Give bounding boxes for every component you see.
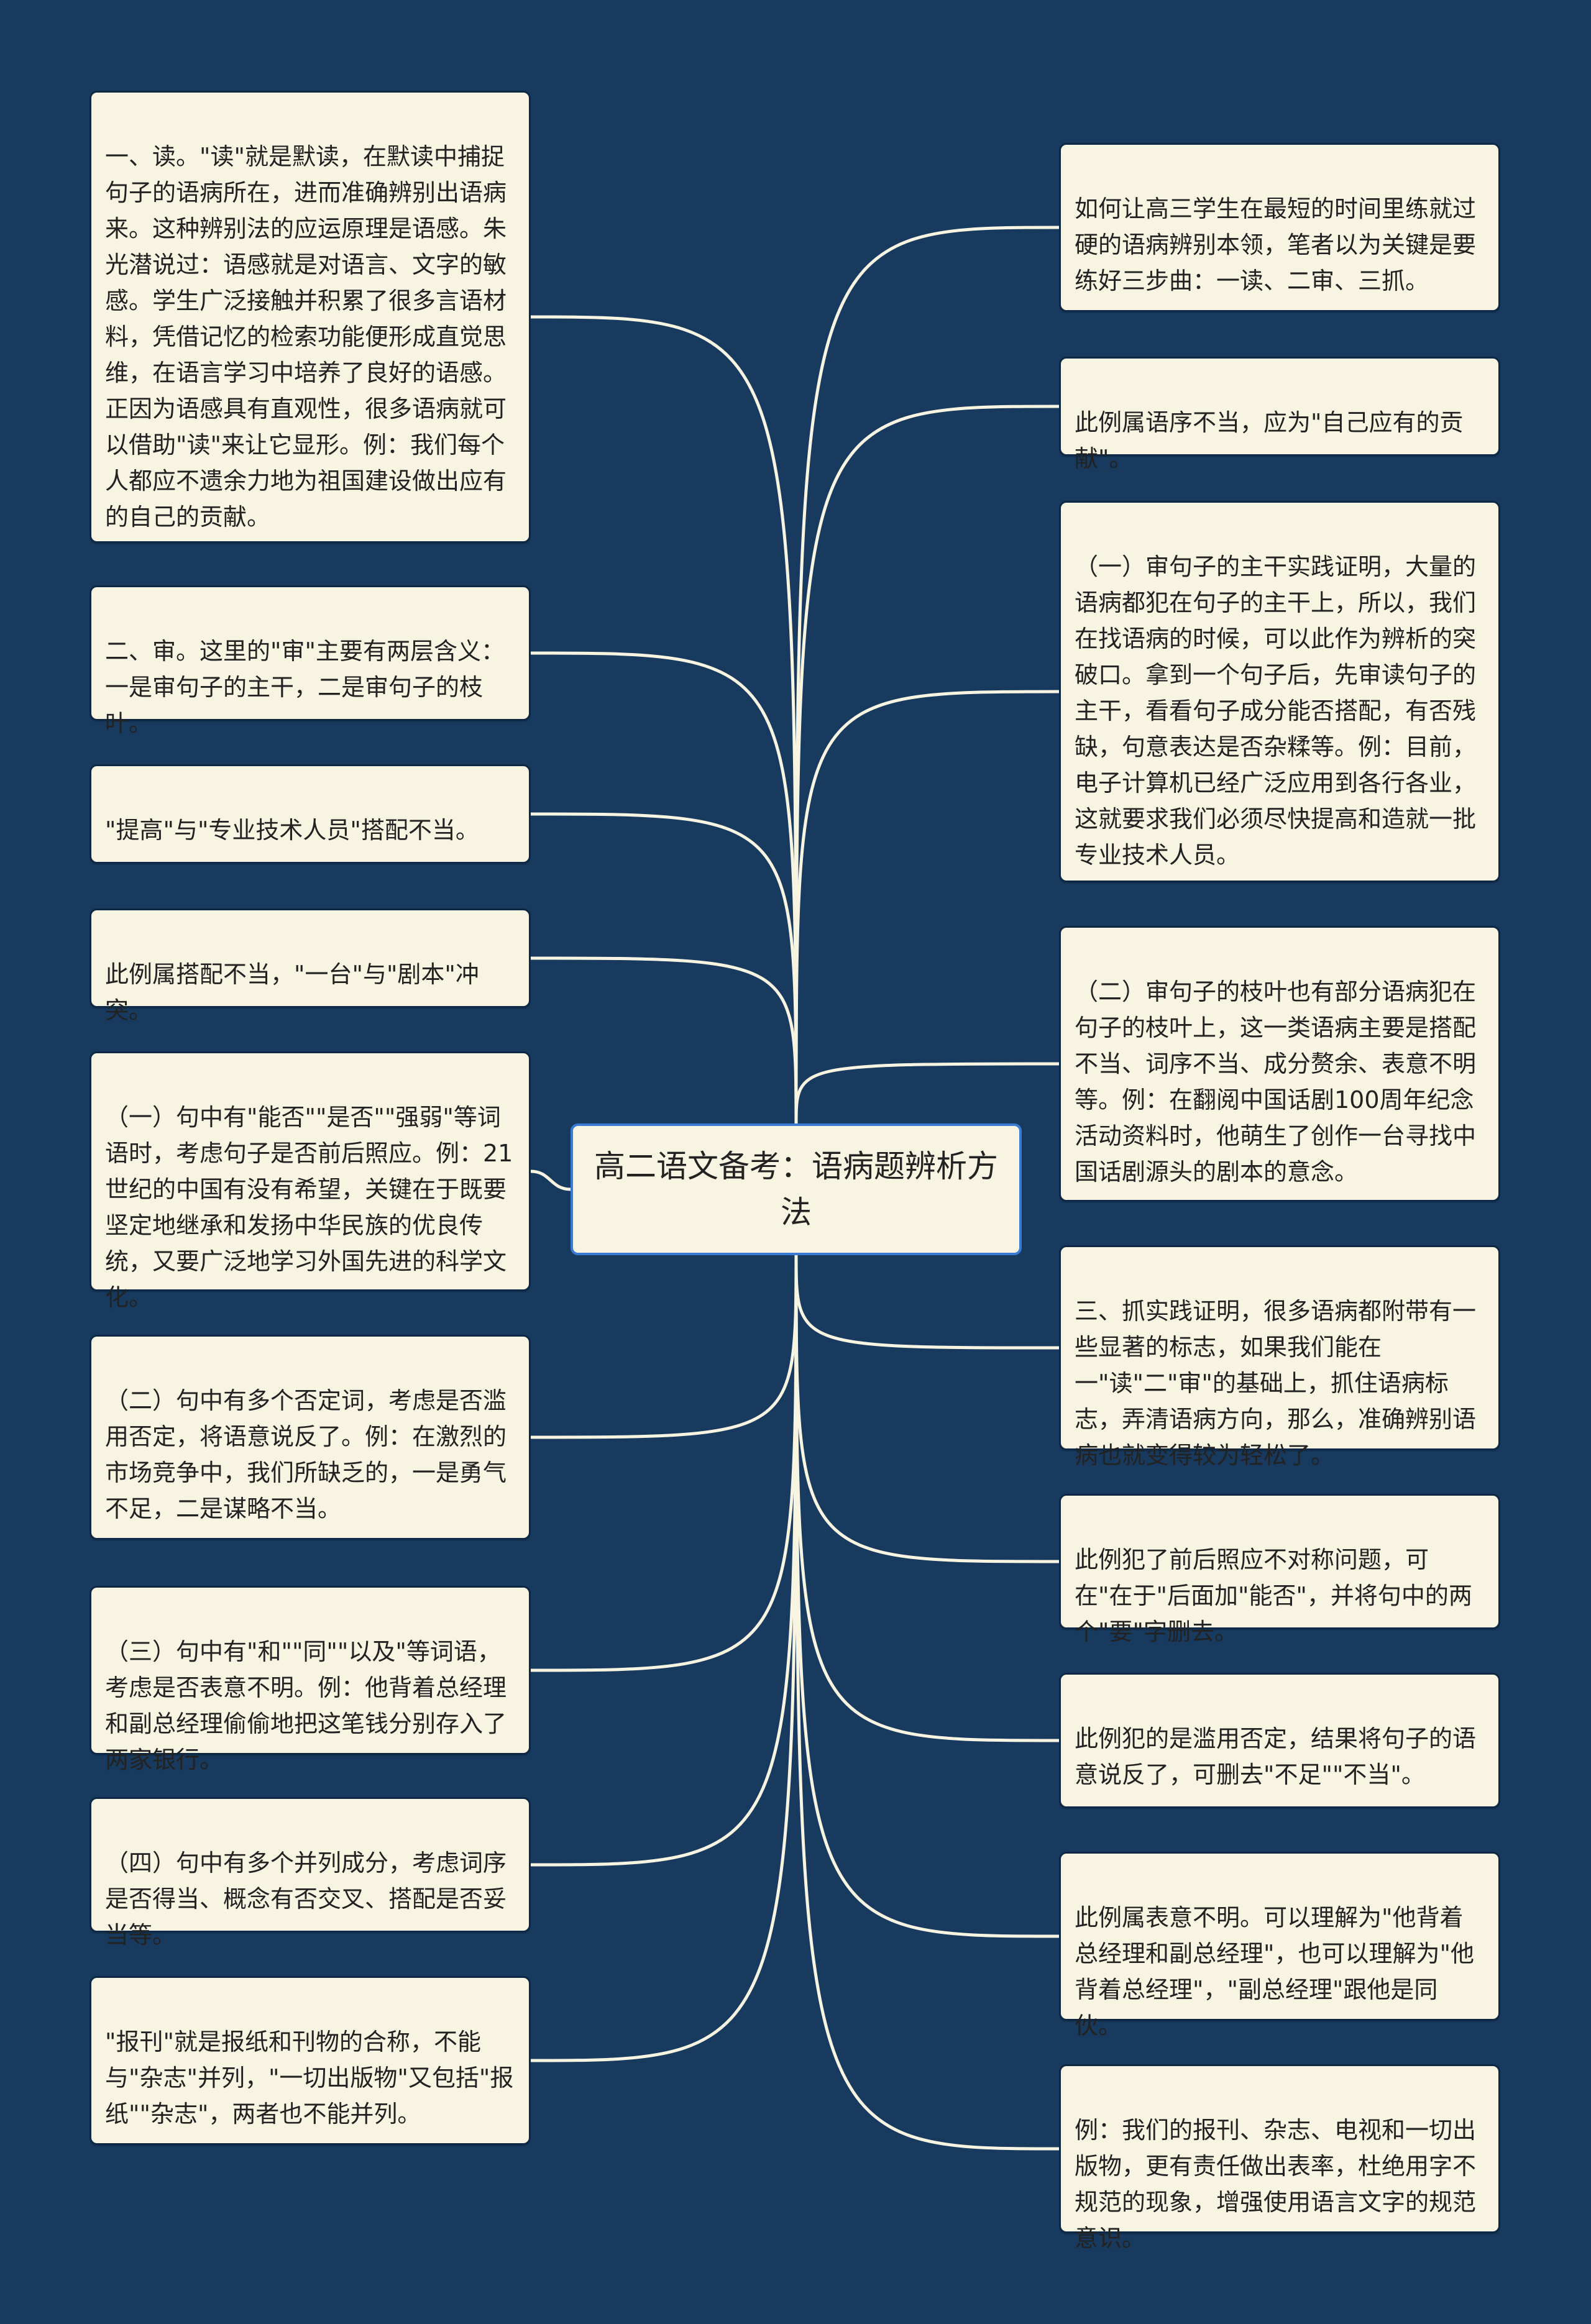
left-connector-9 <box>530 1253 798 2062</box>
left-node-8[interactable]: （四）句中有多个并列成分，考虑词序是否得当、概念有否交叉、搭配是否妥当等。 <box>89 1797 531 1949</box>
node-text: （二）句中有多个否定词，考虑是否滥用否定，将语意说反了。例：在激烈的市场竞争中，… <box>105 1387 507 1522</box>
right-connector-7 <box>794 1253 1060 1742</box>
left-connector-7 <box>530 1253 798 1672</box>
left-node-4[interactable]: 此例属搭配不当，"一台"与"剧本"冲突。 <box>89 908 531 1024</box>
left-node-6[interactable]: （二）句中有多个否定词，考虑是否滥用否定，将语意说反了。例：在激烈的市场竞争中，… <box>89 1335 531 1540</box>
left-node-1[interactable]: 一、读。"读"就是默读，在默读中捕捉句子的语病所在，进而准确辨别出语病来。这种辨… <box>89 91 531 543</box>
left-node-3[interactable]: "提高"与"专业技术人员"搭配不当。 <box>89 764 531 864</box>
node-text: 例：我们的报刊、杂志、电视和一切出版物，更有责任做出表率，杜绝用字不规范的现象，… <box>1075 2116 1477 2252</box>
left-connector-6 <box>530 1253 798 1439</box>
node-text: 此例犯的是滥用否定，结果将句子的语意说反了，可删去"不足""不当"。 <box>1075 1725 1477 1788</box>
node-text: 一、读。"读"就是默读，在默读中捕捉句子的语病所在，进而准确辨别出语病来。这种辨… <box>105 143 507 531</box>
node-text: 此例犯了前后照应不对称问题，可在"在于"后面加"能否"，并将句中的两个"要"字删… <box>1075 1546 1472 1645</box>
node-text: 此例属表意不明。可以理解为"他背着总经理和副总经理"，也可以理解为"他背着总经理… <box>1075 1904 1474 2039</box>
right-node-3[interactable]: （一）审句子的主干实践证明，大量的语病都犯在句子的主干上，所以，我们在找语病的时… <box>1059 501 1500 882</box>
node-text: （三）句中有"和""同""以及"等词语，考虑是否表意不明。例：他背着总经理和副总… <box>105 1638 507 1773</box>
node-text: （一）句中有"能否""是否""强弱"等词语时，考虑句子是否前后照应。例：21世纪… <box>105 1104 513 1311</box>
node-text: （四）句中有多个并列成分，考虑词序是否得当、概念有否交叉、搭配是否妥当等。 <box>105 1849 507 1949</box>
left-connector-8 <box>530 1253 798 1867</box>
right-connector-6 <box>794 1253 1060 1563</box>
right-connector-9 <box>794 1253 1060 2151</box>
right-node-2[interactable]: 此例属语序不当，应为"自己应有的贡献"。 <box>1059 357 1500 472</box>
right-node-7[interactable]: 此例犯的是滥用否定，结果将句子的语意说反了，可删去"不足""不当"。 <box>1059 1673 1500 1808</box>
node-text: 此例属搭配不当，"一台"与"剧本"冲突。 <box>105 961 479 1024</box>
right-connector-2 <box>794 405 1060 1125</box>
node-text: （一）审句子的主干实践证明，大量的语病都犯在句子的主干上，所以，我们在找语病的时… <box>1075 553 1477 869</box>
right-connector-4 <box>794 1062 1060 1125</box>
left-connector-4 <box>530 956 798 1125</box>
central-topic-title: 高二语文备考：语病题辨析方法 <box>594 1148 998 1230</box>
right-connector-8 <box>794 1253 1060 1938</box>
left-connector-1 <box>530 315 798 1125</box>
right-node-1[interactable]: 如何让高三学生在最短的时间里练就过硬的语病辨别本领，笔者以为关键是要练好三步曲：… <box>1059 143 1500 312</box>
right-node-6[interactable]: 此例犯了前后照应不对称问题，可在"在于"后面加"能否"，并将句中的两个"要"字删… <box>1059 1494 1500 1645</box>
node-text: 此例属语序不当，应为"自己应有的贡献"。 <box>1075 409 1464 472</box>
right-connector-1 <box>794 226 1060 1125</box>
node-text: （二）审句子的枝叶也有部分语病犯在句子的枝叶上，这一类语病主要是搭配不当、词序不… <box>1075 978 1477 1186</box>
left-node-2[interactable]: 二、审。这里的"审"主要有两层含义：一是审句子的主干，二是审句子的枝叶。 <box>89 585 531 737</box>
right-connector-5 <box>794 1253 1060 1350</box>
node-text: "报刊"就是报纸和刊物的合称，不能与"杂志"并列，"一切出版物"又包括"报纸""… <box>105 2028 514 2128</box>
node-text: 二、审。这里的"审"主要有两层含义：一是审句子的主干，二是审句子的枝叶。 <box>105 638 505 737</box>
left-connector-3 <box>530 812 798 1125</box>
right-node-9[interactable]: 例：我们的报刊、杂志、电视和一切出版物，更有责任做出表率，杜绝用字不规范的现象，… <box>1059 2064 1500 2252</box>
right-node-5[interactable]: 三、抓实践证明，很多语病都附带有一些显著的标志，如果我们能在一"读"二"审"的基… <box>1059 1245 1500 1469</box>
node-text: "提高"与"专业技术人员"搭配不当。 <box>105 817 479 844</box>
node-text: 三、抓实践证明，很多语病都附带有一些显著的标志，如果我们能在一"读"二"审"的基… <box>1075 1297 1477 1469</box>
right-connector-3 <box>794 690 1060 1125</box>
node-text: 如何让高三学生在最短的时间里练就过硬的语病辨别本领，笔者以为关键是要练好三步曲：… <box>1075 195 1477 295</box>
central-topic[interactable]: 高二语文备考：语病题辨析方法 <box>571 1123 1022 1255</box>
left-connector-5 <box>530 1169 571 1191</box>
left-node-7[interactable]: （三）句中有"和""同""以及"等词语，考虑是否表意不明。例：他背着总经理和副总… <box>89 1586 531 1773</box>
left-node-9[interactable]: "报刊"就是报纸和刊物的合称，不能与"杂志"并列，"一切出版物"又包括"报纸""… <box>89 1976 531 2145</box>
left-connector-2 <box>530 651 798 1125</box>
right-node-8[interactable]: 此例属表意不明。可以理解为"他背着总经理和副总经理"，也可以理解为"他背着总经理… <box>1059 1852 1500 2039</box>
left-node-5[interactable]: （一）句中有"能否""是否""强弱"等词语时，考虑句子是否前后照应。例：21世纪… <box>89 1051 531 1311</box>
right-node-4[interactable]: （二）审句子的枝叶也有部分语病犯在句子的枝叶上，这一类语病主要是搭配不当、词序不… <box>1059 926 1500 1202</box>
